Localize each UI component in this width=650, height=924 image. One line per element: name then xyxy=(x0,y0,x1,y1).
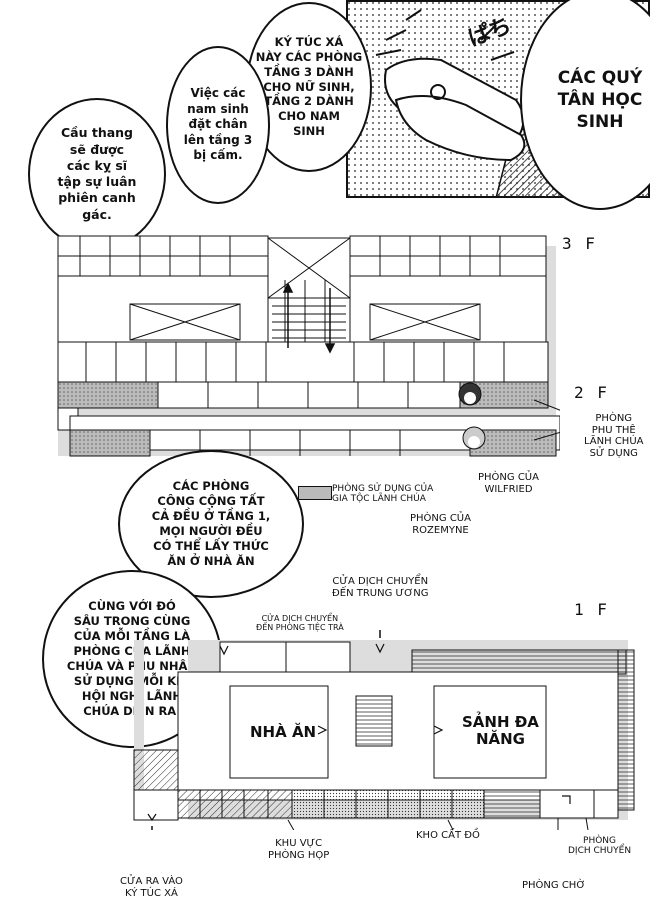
legend-swatch xyxy=(298,486,332,500)
bubble-text: CÙNG VỚI ĐÓ SÂU TRONG CÙNG CỦA MỖI TẦNG … xyxy=(66,599,198,718)
label-meeting-area: KHU VỰC PHÒNG HỌP xyxy=(268,838,330,861)
label-multipurpose-hall: SẢNH ĐA NĂNG xyxy=(462,713,539,749)
legend-label: PHÒNG SỬ DỤNG CỦA GIA TỘC LÃNH CHÚA xyxy=(332,484,434,505)
label-wilfried-room: PHÒNG CỦA WILFRIED xyxy=(478,472,539,495)
speech-bubble-greeting: CÁC QUÝ TÂN HỌC SINH xyxy=(520,0,650,210)
floor-label-3f: 3 F xyxy=(562,234,597,253)
label-archduke-room: PHÒNG PHU THÊ LÃNH CHÚA SỬ DỤNG xyxy=(584,413,644,459)
floor-map-ground xyxy=(133,630,635,830)
label-storage: KHO CẤT ĐỒ xyxy=(416,830,480,841)
speech-bubble-stairs-guard: Cầu thang sẽ được các kỵ sĩ tập sự luân … xyxy=(28,98,166,250)
bubble-text: CÁC PHÒNG CÔNG CỘNG TẤT CẢ ĐỀU Ở TẦNG 1,… xyxy=(151,479,271,568)
bubble-text: Việc các nam sinh đặt chân lên tầng 3 bị… xyxy=(183,86,253,163)
label-dining-room: NHÀ ĂN xyxy=(250,723,317,741)
label-waiting-room: PHÒNG CHỜ xyxy=(522,880,586,891)
label-dorm-entrance: CỬA RA VÀO KÝ TÚC XÁ xyxy=(120,876,183,899)
label-rozemyne-room: PHÒNG CỦA ROZEMYNE xyxy=(410,513,471,536)
label-teleport-banquet: CỬA DỊCH CHUYỂN ĐẾN PHÒNG TIỆC TRÀ xyxy=(256,614,344,633)
bubble-text: KÝ TÚC XÁ NÀY CÁC PHÒNG TẦNG 3 DÀNH CHO … xyxy=(255,34,363,139)
bubble-text: Cầu thang sẽ được các kỵ sĩ tập sự luân … xyxy=(57,125,137,222)
label-teleport-room: PHÒNG DỊCH CHUYỂN xyxy=(568,836,632,857)
floor-label-1f: 1 F xyxy=(574,600,609,619)
floor-label-2f: 2 F xyxy=(574,383,609,402)
label-teleport-central: CỬA DỊCH CHUYỂN ĐẾN TRUNG ƯƠNG xyxy=(332,576,429,599)
floor-map-upper xyxy=(57,235,560,457)
bubble-text: CÁC QUÝ TÂN HỌC SINH xyxy=(557,67,643,133)
speech-bubble-boys-forbidden: Việc các nam sinh đặt chân lên tầng 3 bị… xyxy=(166,46,270,204)
